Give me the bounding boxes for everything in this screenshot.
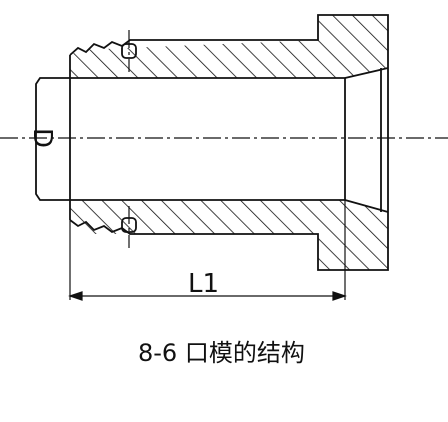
bottom-wall-hatch xyxy=(70,200,388,270)
nozzle-tube xyxy=(35,77,70,201)
diameter-label: D xyxy=(27,128,57,148)
arrow-right xyxy=(332,291,347,301)
length-dimension xyxy=(68,200,347,301)
top-outer-profile xyxy=(69,14,389,271)
figure-caption: 8-6 口模的结构 xyxy=(138,339,305,367)
top-wall-hatch xyxy=(70,15,388,78)
hatched-sections xyxy=(70,15,388,270)
arrow-left xyxy=(68,291,83,301)
centerlines xyxy=(0,30,448,248)
length-label: L1 xyxy=(188,269,219,299)
